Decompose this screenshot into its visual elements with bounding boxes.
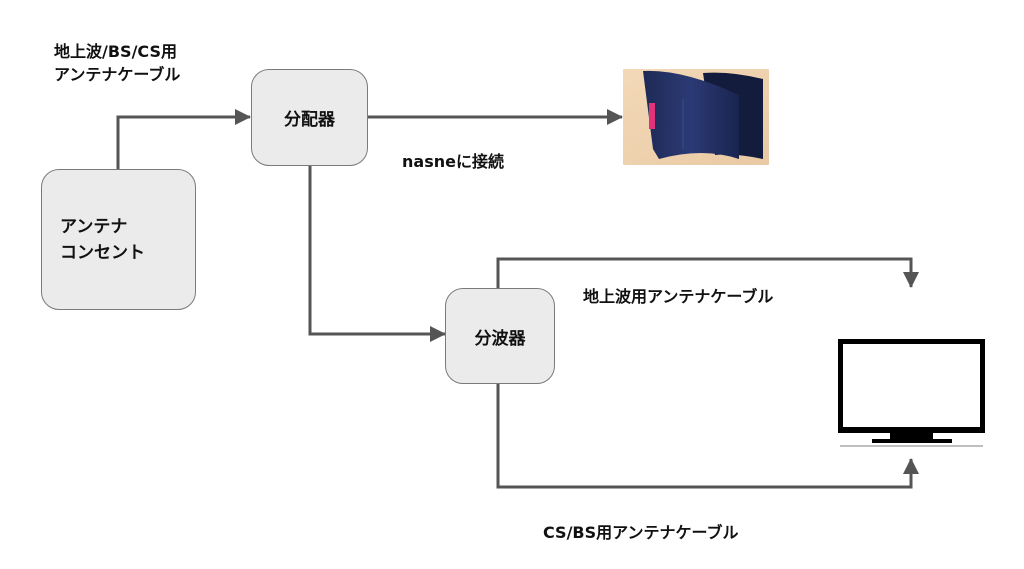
antenna-outlet-node: アンテナ コンセント: [41, 169, 196, 310]
wire-outlet-to-splitter: [116, 109, 251, 170]
antenna-outlet-label-line2: コンセント: [60, 242, 145, 263]
splitter-label: 分配器: [284, 110, 335, 130]
separator-label: 分波器: [474, 328, 526, 349]
wire-splitter-to-separator: [308, 166, 446, 342]
csbs-cable-label: CS/BS用アンテナケーブル: [543, 523, 739, 542]
splitter-node: 分配器: [251, 69, 368, 166]
input-cable-label-line1: 地上波/BS/CS用: [54, 42, 177, 61]
antenna-outlet-label-line1: アンテナ: [60, 216, 128, 237]
wire-separator-to-tv-csbs: [496, 383, 919, 489]
nasne-connect-label: nasneに接続: [402, 152, 504, 171]
wire-separator-to-tv-terrestrial: [496, 257, 919, 288]
terrestrial-cable-label: 地上波用アンテナケーブル: [583, 287, 774, 306]
nasne-device-photo: [623, 69, 769, 165]
input-cable-label: 地上波/BS/CS用 アンテナケーブル: [54, 40, 180, 86]
input-cable-label-line2: アンテナケーブル: [54, 65, 181, 84]
tv-monitor-icon: [837, 338, 986, 447]
separator-node: 分波器: [445, 288, 555, 384]
